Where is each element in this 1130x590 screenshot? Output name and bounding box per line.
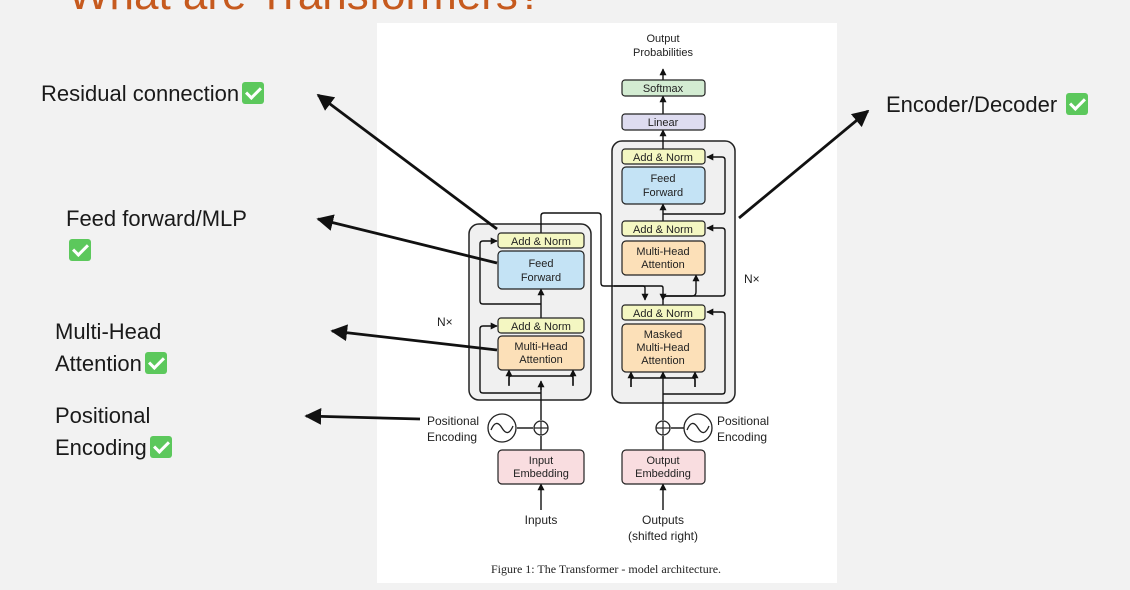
decoder-positional-line2: Encoding bbox=[717, 430, 767, 444]
figure-caption: Figure 1: The Transformer - model archit… bbox=[491, 562, 721, 576]
decoder-feed-forward-box bbox=[621, 166, 706, 205]
encoder-multi-head-attention-box bbox=[497, 335, 585, 371]
residual-connection-text: Residual connection bbox=[41, 81, 240, 106]
decoder-add-norm-1-box bbox=[621, 304, 706, 321]
encoder-decoder-label: Encoder/Decoder bbox=[886, 89, 1089, 121]
positional-pointer-arrow bbox=[304, 408, 421, 425]
output-probabilities-line1: Output bbox=[646, 33, 679, 45]
linear-label: Linear bbox=[648, 117, 679, 129]
decoder-add-norm-3-box bbox=[621, 148, 706, 165]
masked-label: Masked bbox=[644, 329, 683, 341]
masked-multi-head-line1: Multi-Head bbox=[636, 342, 689, 354]
inputs-label: Inputs bbox=[525, 513, 558, 527]
multi-head-attention-label: Multi-Head Attention bbox=[55, 316, 167, 380]
output-embedding-line2: Embedding bbox=[635, 468, 691, 480]
encoder-add-icon bbox=[533, 420, 549, 436]
check-mark-icon bbox=[144, 352, 167, 374]
multi-head-line1: Multi-Head bbox=[55, 319, 162, 344]
encoder-decoder-text: Encoder/Decoder bbox=[886, 92, 1058, 117]
residual-pointer-arrow bbox=[316, 93, 498, 231]
encoder-multi-head-line1: Multi-Head bbox=[514, 341, 567, 353]
check-mark-icon bbox=[242, 82, 265, 104]
multi-head-line2: Attention bbox=[55, 351, 142, 376]
feed-forward-label: Feed forward/MLP bbox=[66, 203, 247, 267]
outputs-line2: (shifted right) bbox=[628, 529, 698, 543]
decoder-add-norm-1-label: Add & Norm bbox=[633, 308, 693, 320]
output-embedding-box bbox=[621, 449, 706, 485]
output-embedding-line1: Output bbox=[646, 455, 679, 467]
outputs-line1: Outputs bbox=[642, 513, 684, 527]
decoder-positional-encoding-icon bbox=[683, 413, 713, 443]
slide-title: What are Transformers? bbox=[68, 0, 542, 20]
decoder-add-norm-3-label: Add & Norm bbox=[633, 152, 693, 164]
encoder-feed-forward-line2: Forward bbox=[521, 272, 561, 284]
decoder-add-norm-2-box bbox=[621, 220, 706, 237]
masked-multi-head-attention-box bbox=[621, 323, 706, 373]
check-mark-icon bbox=[1066, 93, 1089, 115]
decoder-nx-label: N× bbox=[744, 272, 760, 286]
output-probabilities-line2: Probabilities bbox=[633, 47, 693, 59]
encoder-positional-line2: Encoding bbox=[427, 430, 477, 444]
encoder-add-norm-1-label: Add & Norm bbox=[511, 321, 571, 333]
encoder-positional-line1: Positional bbox=[427, 414, 479, 428]
decoder-positional-line1: Positional bbox=[717, 414, 769, 428]
decoder-multi-head-attention-box bbox=[621, 240, 706, 276]
positional-line1: Positional bbox=[55, 403, 151, 428]
residual-connection-label: Residual connection bbox=[41, 78, 265, 110]
encoder-add-norm-2-box bbox=[497, 232, 585, 249]
feed-forward-text: Feed forward/MLP bbox=[66, 206, 247, 231]
decoder-feed-forward-line1: Feed bbox=[650, 173, 675, 185]
encoder-multi-head-line2: Attention bbox=[519, 354, 562, 366]
masked-multi-head-line2: Attention bbox=[641, 355, 684, 367]
softmax-box bbox=[621, 79, 706, 97]
decoder-multi-head-line2: Attention bbox=[641, 259, 684, 271]
decoder-add-icon bbox=[655, 420, 671, 436]
positional-encoding-label: Positional Encoding bbox=[55, 400, 172, 464]
decoder-add-norm-2-label: Add & Norm bbox=[633, 224, 693, 236]
encoder-nx-label: N× bbox=[437, 315, 453, 329]
check-mark-icon bbox=[69, 239, 91, 261]
encoder-positional-encoding-icon bbox=[487, 413, 517, 443]
input-embedding-line1: Input bbox=[529, 455, 553, 467]
input-embedding-box bbox=[497, 449, 585, 485]
feed-forward-pointer-arrow bbox=[316, 214, 498, 265]
encoder-feed-forward-box bbox=[497, 250, 585, 290]
encoder-feed-forward-line1: Feed bbox=[528, 258, 553, 270]
figure-panel bbox=[377, 23, 837, 583]
softmax-label: Softmax bbox=[643, 83, 684, 95]
multi-head-pointer-arrow bbox=[330, 324, 498, 352]
encoder-decoder-pointer-arrow bbox=[738, 109, 870, 220]
encoder-add-norm-2-label: Add & Norm bbox=[511, 236, 571, 248]
decoder-feed-forward-line2: Forward bbox=[643, 187, 683, 199]
check-mark-icon bbox=[149, 436, 172, 458]
decoder-multi-head-line1: Multi-Head bbox=[636, 246, 689, 258]
input-embedding-line2: Embedding bbox=[513, 468, 569, 480]
positional-line2: Encoding bbox=[55, 435, 147, 460]
encoder-add-norm-1-box bbox=[497, 317, 585, 334]
linear-box bbox=[621, 113, 706, 131]
